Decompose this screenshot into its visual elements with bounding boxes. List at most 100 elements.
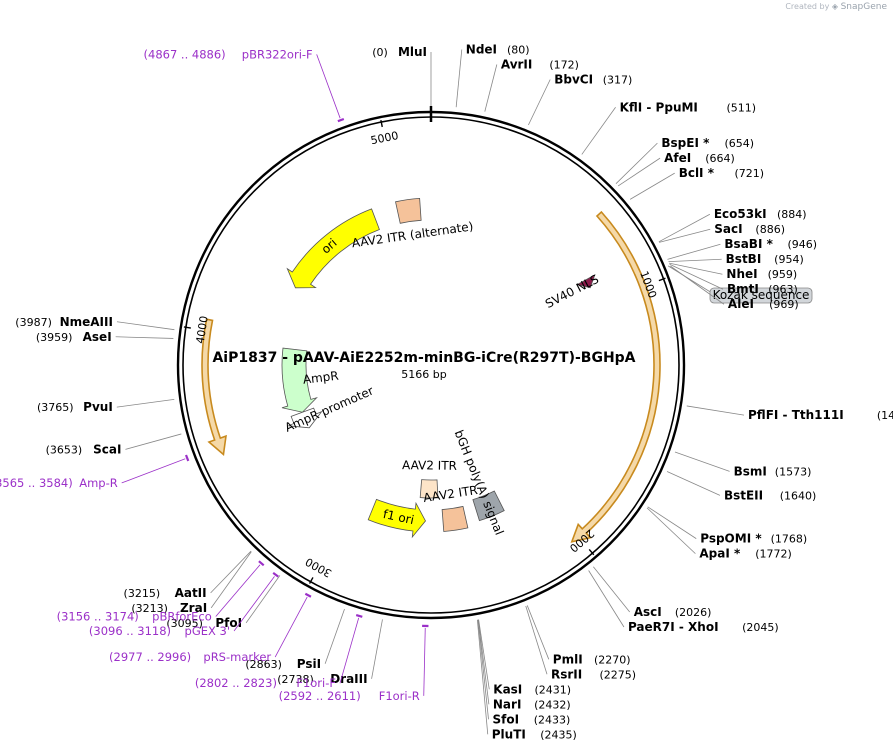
kozak-sequence-badge[interactable]: Kozak sequence [667,265,813,304]
restriction-site[interactable]: AatII(3215) [124,550,252,600]
restriction-site[interactable]: PfoI(3095) [166,575,281,630]
site-position: (3213) [131,602,168,615]
site-leader-line [115,336,174,339]
site-leader-line [476,619,489,735]
restriction-site[interactable]: AseI(3959) [36,330,174,344]
site-name: PluTI [492,727,526,741]
site-name: AscI [634,605,662,619]
restriction-site[interactable]: PspOMI *(1768) [647,506,808,546]
restriction-site[interactable]: BspEI *(654) [615,136,754,184]
primer-binding-site[interactable]: Amp-R(3565 .. 3584) [0,454,190,490]
restriction-site[interactable]: ZraI(3213) [131,551,252,615]
primer-mark [304,592,312,598]
restriction-site[interactable]: PflFI - Tth111I(1422) [686,405,893,422]
restriction-site[interactable]: BbvCI(317) [528,72,633,126]
restriction-site[interactable]: NarI(2432) [477,619,571,712]
restriction-site[interactable]: BstBI(954) [668,252,804,266]
site-leader-line [477,619,490,705]
restriction-site[interactable]: BstEII(1640) [666,471,816,503]
site-leader-line [210,551,252,609]
site-leader-line [669,263,724,290]
site-name: BmtI [727,282,759,296]
primer-range: (2802 .. 2823) [195,676,277,690]
feature-ampr-outer[interactable] [201,318,227,456]
primer-mark [272,571,279,578]
feature-icre[interactable] [570,210,661,543]
restriction-site[interactable]: PmlI(2270) [526,605,631,666]
site-name: RsrII [551,667,582,681]
restriction-site[interactable]: PluTI (2435) [476,619,577,741]
primer-binding-site[interactable]: pRS-marker(2977 .. 2996) [109,592,312,664]
tick-label: 5000 [370,129,400,147]
restriction-site[interactable]: SacI(886) [659,222,785,243]
site-position: (3095) [166,617,203,630]
feature-aav2-itr[interactable] [441,505,469,532]
restriction-site[interactable]: DraIII(2738) [277,619,383,686]
restriction-site[interactable]: KasI(2431) [478,619,571,697]
restriction-site[interactable]: PaeR7I - XhoI(2045) [588,570,779,634]
site-leader-line [674,451,730,472]
restriction-site[interactable]: PsiI(2863) [245,608,345,671]
primer-binding-site[interactable]: pBR322ori-F(4867 .. 4886) [144,47,345,123]
site-name: AfeI [664,151,691,165]
site-leader-line [116,398,175,408]
feature-ori[interactable] [286,208,380,289]
site-leader-line [629,172,675,200]
primer-binding-site[interactable]: F1ori-F (2802 .. 2823) [195,613,363,690]
site-position: (884) [777,208,807,221]
feature-label: SV40 NLS [543,272,601,311]
restriction-site[interactable]: AscI(2026) [593,566,711,619]
site-leader-line [593,566,631,613]
kozak-label: Kozak sequence [713,288,810,302]
tick-label: 3000 [303,555,334,580]
restriction-site[interactable]: BclI *(721) [629,166,764,200]
restriction-site[interactable]: Eco53kI(884) [658,207,807,243]
feature-aav2-itr-alternate-[interactable] [395,197,422,224]
site-leader-line [324,608,345,664]
restriction-site[interactable]: NheI(959) [669,262,797,281]
feature-label: AmpR [302,369,339,387]
feature-sv40-nls[interactable] [576,274,596,289]
feature-aav2-itr[interactable] [419,479,439,499]
site-name: PvuI [83,400,113,414]
restriction-site[interactable]: PvuI(3765) [37,398,175,414]
primer-binding-site[interactable]: pGEX 3'(3096 .. 3118) [89,571,279,638]
restriction-sites-layer: NdeI(80)AvrII(172)BbvCI(317)KflI - PpuMI… [15,42,893,741]
restriction-site[interactable]: RsrII(2275) [525,605,636,681]
restriction-site[interactable]: AvrII(172) [484,57,579,112]
site-position: (317) [603,73,633,86]
restriction-site[interactable]: BsaBI *(946) [667,237,817,260]
primer-name: F1ori-F [296,676,336,690]
restriction-site[interactable]: SfoI(2433) [477,619,570,727]
site-name: KflI - PpuMI [620,100,698,114]
restriction-site[interactable]: AleI(969) [670,265,799,311]
restriction-site[interactable]: AfeI(664) [617,151,735,187]
restriction-site[interactable]: NmeAIII(3987) [15,315,175,331]
restriction-site[interactable]: KflI - PpuMI(511) [581,100,756,155]
site-position: (2435) [540,728,577,741]
site-name: AvrII [501,57,533,71]
site-name: PaeR7I - XhoI [628,620,719,634]
restriction-site[interactable]: BsmI(1573) [674,451,811,478]
restriction-site[interactable]: ScaI(3653) [46,433,182,456]
site-leader-line [658,213,711,243]
restriction-site[interactable]: NdeI(80) [455,42,530,108]
primer-mark [258,560,265,567]
feature-ampr[interactable] [281,347,318,413]
feature-f1-ori[interactable] [367,498,426,539]
restriction-site[interactable]: ApaI *(1772) [646,507,792,561]
primer-range: (2977 .. 2996) [109,650,191,664]
restriction-site[interactable]: MluI(0) [372,45,432,106]
primer-leader [339,617,360,684]
site-name: PflFI - Tth111I [748,408,844,422]
primer-binding-site[interactable]: pBRforEco(3156 .. 3174) [57,560,265,623]
feature-ampr-promoter[interactable] [288,407,323,429]
restriction-site[interactable]: BmtI(963) [669,263,798,296]
primer-binding-site[interactable]: F1ori-R(2592 .. 2611) [279,624,429,703]
site-leader-line [210,550,252,594]
site-leader-line [245,575,281,624]
plasmid-size: 5166 bp [401,368,446,381]
site-name: ApaI * [699,547,741,561]
tick-mark [308,577,314,584]
feature-bgh-poly-a-signal[interactable] [472,490,505,522]
